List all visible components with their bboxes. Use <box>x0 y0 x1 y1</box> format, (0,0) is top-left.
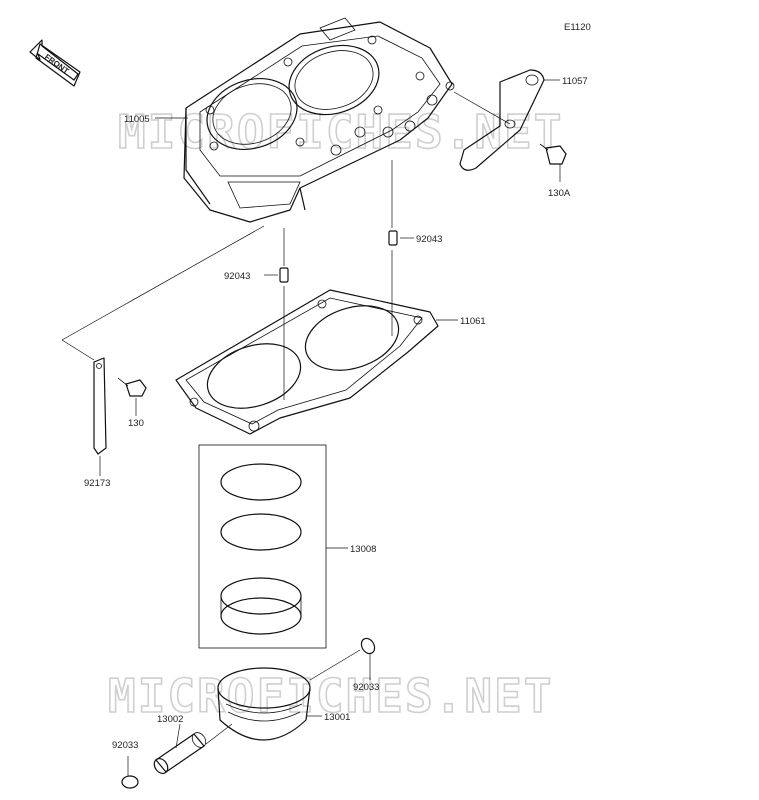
label-bracket: 11057 <box>562 76 588 87</box>
cylinder-block <box>183 17 455 223</box>
piston-ring-set <box>220 463 302 635</box>
label-bolt: 130 <box>128 418 144 429</box>
dowel-pin-right <box>388 230 398 246</box>
label-chain-guide: 92173 <box>84 478 110 489</box>
ring-set-frame <box>198 444 327 649</box>
label-circlip-left: 92033 <box>112 740 138 751</box>
watermark-bottom: MICROFICHES.NET <box>108 669 553 723</box>
label-ring-set: 13008 <box>350 544 376 555</box>
circlip-left <box>121 775 139 789</box>
piston-pin <box>153 732 207 775</box>
label-gasket: 11061 <box>460 316 486 327</box>
label-dowel-right: 92043 <box>416 234 442 245</box>
cylinder-gasket <box>175 289 439 435</box>
bracket-bolt <box>539 143 567 165</box>
front-arrow-icon: FRONT <box>29 39 81 87</box>
label-dowel-left: 92043 <box>224 271 250 282</box>
label-bracket-bolt: 130A <box>548 188 571 199</box>
label-piston-pin: 13002 <box>157 714 183 725</box>
leader-lines <box>61 79 561 776</box>
label-circlip-right: 92033 <box>353 682 379 693</box>
bracket <box>459 69 545 171</box>
watermark-top: MICROFICHES.NET <box>118 105 563 159</box>
piston <box>217 667 311 741</box>
label-piston: 13001 <box>324 712 350 723</box>
chain-guide <box>93 357 107 455</box>
circlip-right <box>360 637 376 655</box>
bolt <box>117 377 147 397</box>
dowel-pin-left <box>279 267 289 283</box>
label-cylinder: 11005 <box>124 114 150 125</box>
diagram-code: E1120 <box>564 22 591 33</box>
